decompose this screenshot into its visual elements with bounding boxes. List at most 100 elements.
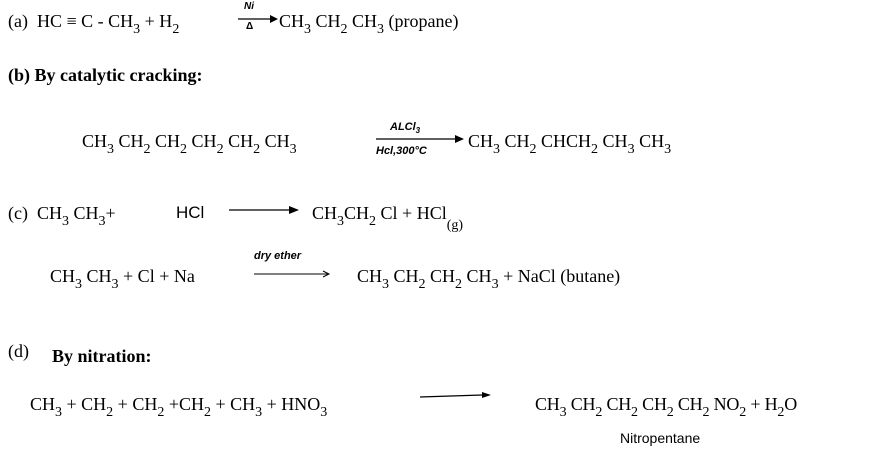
subscript: 2	[702, 405, 710, 420]
reaction-arrow-c1	[229, 206, 299, 214]
subscript: 2	[143, 142, 151, 157]
formula-part: CH	[566, 394, 596, 414]
reaction-c2-product: CH3 CH2 CH2 CH3 + NaCl (butane)	[357, 265, 621, 292]
subscript: 3	[107, 142, 115, 157]
subscript: 2	[216, 142, 224, 157]
subscript: 3	[289, 142, 297, 157]
subscript: 2	[777, 405, 785, 420]
condition-dry-ether: dry ether	[254, 250, 302, 262]
catalyst-conditions: Hcl,300°C	[376, 145, 427, 157]
subscript: 2	[595, 405, 603, 420]
formula-part: + CH	[210, 394, 256, 414]
catalyst-formula: ALCl	[390, 121, 416, 133]
subscript: 3	[491, 277, 499, 292]
formula-part: CH	[69, 203, 99, 223]
product-name: (propane)	[384, 11, 459, 31]
formula-part: CH	[500, 131, 530, 151]
formula-part: +	[105, 203, 116, 223]
subscript: 2	[157, 405, 165, 420]
formula-part: CH	[535, 394, 560, 414]
subscript: 2	[591, 142, 599, 157]
formula-part: CH	[634, 131, 665, 151]
label-a: (a)	[8, 11, 28, 31]
formula-part: O	[784, 394, 797, 414]
subscript: 2	[203, 405, 211, 420]
formula-part: CH	[36, 203, 62, 223]
formula-part: CH	[344, 203, 370, 223]
reaction-arrow-d	[419, 392, 491, 398]
formula-part: Cl + HCl	[376, 203, 447, 223]
formula-part: CH	[425, 266, 456, 286]
formula-part: +CH	[164, 394, 204, 414]
formula-part: CH	[598, 131, 628, 151]
subscript: 2	[666, 405, 674, 420]
reaction-arrow-c2	[254, 270, 331, 278]
subscript: 3	[415, 126, 421, 135]
reaction-c1-product: CH3CH2 Cl + HCl(g)	[312, 202, 463, 233]
subscript: 3	[133, 22, 141, 37]
formula-part: CH	[312, 203, 338, 223]
formula-part: CH	[347, 11, 378, 31]
reaction-d-reactant: CH3 + CH2 + CH2 +CH2 + CH3 + HNO3	[30, 393, 327, 420]
formula-part: CH	[311, 11, 341, 31]
formula-part: CH	[637, 394, 667, 414]
formula-part: CH	[30, 394, 56, 414]
subscript: 3	[111, 277, 119, 292]
subscript: 2	[739, 405, 747, 420]
subscript: 2	[106, 405, 114, 420]
subscript: 3	[304, 22, 312, 37]
reaction-b-reactant: CH3 CH2 CH2 CH2 CH2 CH3	[82, 130, 297, 157]
formula-part: CHCH	[536, 131, 592, 151]
subscript: 2	[418, 277, 426, 292]
subscript: 2	[529, 142, 537, 157]
label-d: (d)	[8, 341, 29, 361]
formula-part: CH	[223, 131, 254, 151]
formula-part: CH	[357, 266, 383, 286]
reaction-a-product: CH3 CH2 CH3 (propane)	[279, 10, 459, 37]
reaction-c2-reactant: CH3 CH3 + Cl + Na	[50, 265, 195, 292]
subscript: 3	[664, 142, 672, 157]
formula-part: + H	[746, 394, 778, 414]
formula-part: + Cl + Na	[118, 266, 195, 286]
subscript: 3	[337, 214, 345, 229]
reaction-arrow-b	[376, 135, 464, 143]
reaction-a: (a) HC ≡ C - CH3 + H2	[8, 10, 179, 37]
subscript: 3	[55, 405, 63, 420]
reaction-d-product: CH3 CH2 CH2 CH2 CH2 NO2 + H2O	[535, 393, 797, 420]
formula-part: CH	[260, 131, 290, 151]
formula-part: + H	[140, 11, 173, 31]
formula-part: CH	[82, 266, 112, 286]
catalyst-ni: Ni	[244, 1, 254, 12]
formula-part: + NaCl (butane)	[498, 266, 621, 286]
subscript: 3	[493, 142, 501, 157]
subscript: 3	[75, 277, 83, 292]
formula-part: CH	[673, 394, 703, 414]
subscript: 2	[172, 22, 180, 37]
formula-part: CH	[462, 266, 492, 286]
subscript: 2	[340, 22, 348, 37]
subscript: 2	[253, 142, 261, 157]
section-heading-d: By nitration:	[52, 346, 152, 366]
subscript: 3	[98, 214, 106, 229]
reaction-arrow-a	[238, 15, 278, 23]
subscript: 2	[455, 277, 463, 292]
reagent-hcl: HCl	[176, 203, 205, 222]
section-heading-b: (b) By catalytic cracking:	[8, 65, 203, 85]
reaction-b-product: CH3 CH2 CHCH2 CH3 CH3	[468, 130, 671, 157]
formula-part: CH	[114, 131, 144, 151]
formula-part: CH	[50, 266, 76, 286]
product-caption: Nitropentane	[620, 430, 701, 446]
subscript: 3	[255, 405, 263, 420]
formula-part: CH	[82, 131, 108, 151]
subscript: 3	[559, 405, 567, 420]
label-c: (c)	[8, 203, 28, 223]
subscript: 3	[627, 142, 635, 157]
subscript: 3	[377, 22, 385, 37]
formula-part: NO	[709, 394, 740, 414]
reaction-c1-reactant: (c) CH3 CH3+	[8, 202, 116, 229]
formula-part: CH	[602, 394, 632, 414]
formula-part: CH	[279, 11, 305, 31]
formula-part: CH	[187, 131, 217, 151]
formula-part: HC ≡ C - CH	[36, 11, 134, 31]
subscript: 3	[62, 214, 69, 229]
